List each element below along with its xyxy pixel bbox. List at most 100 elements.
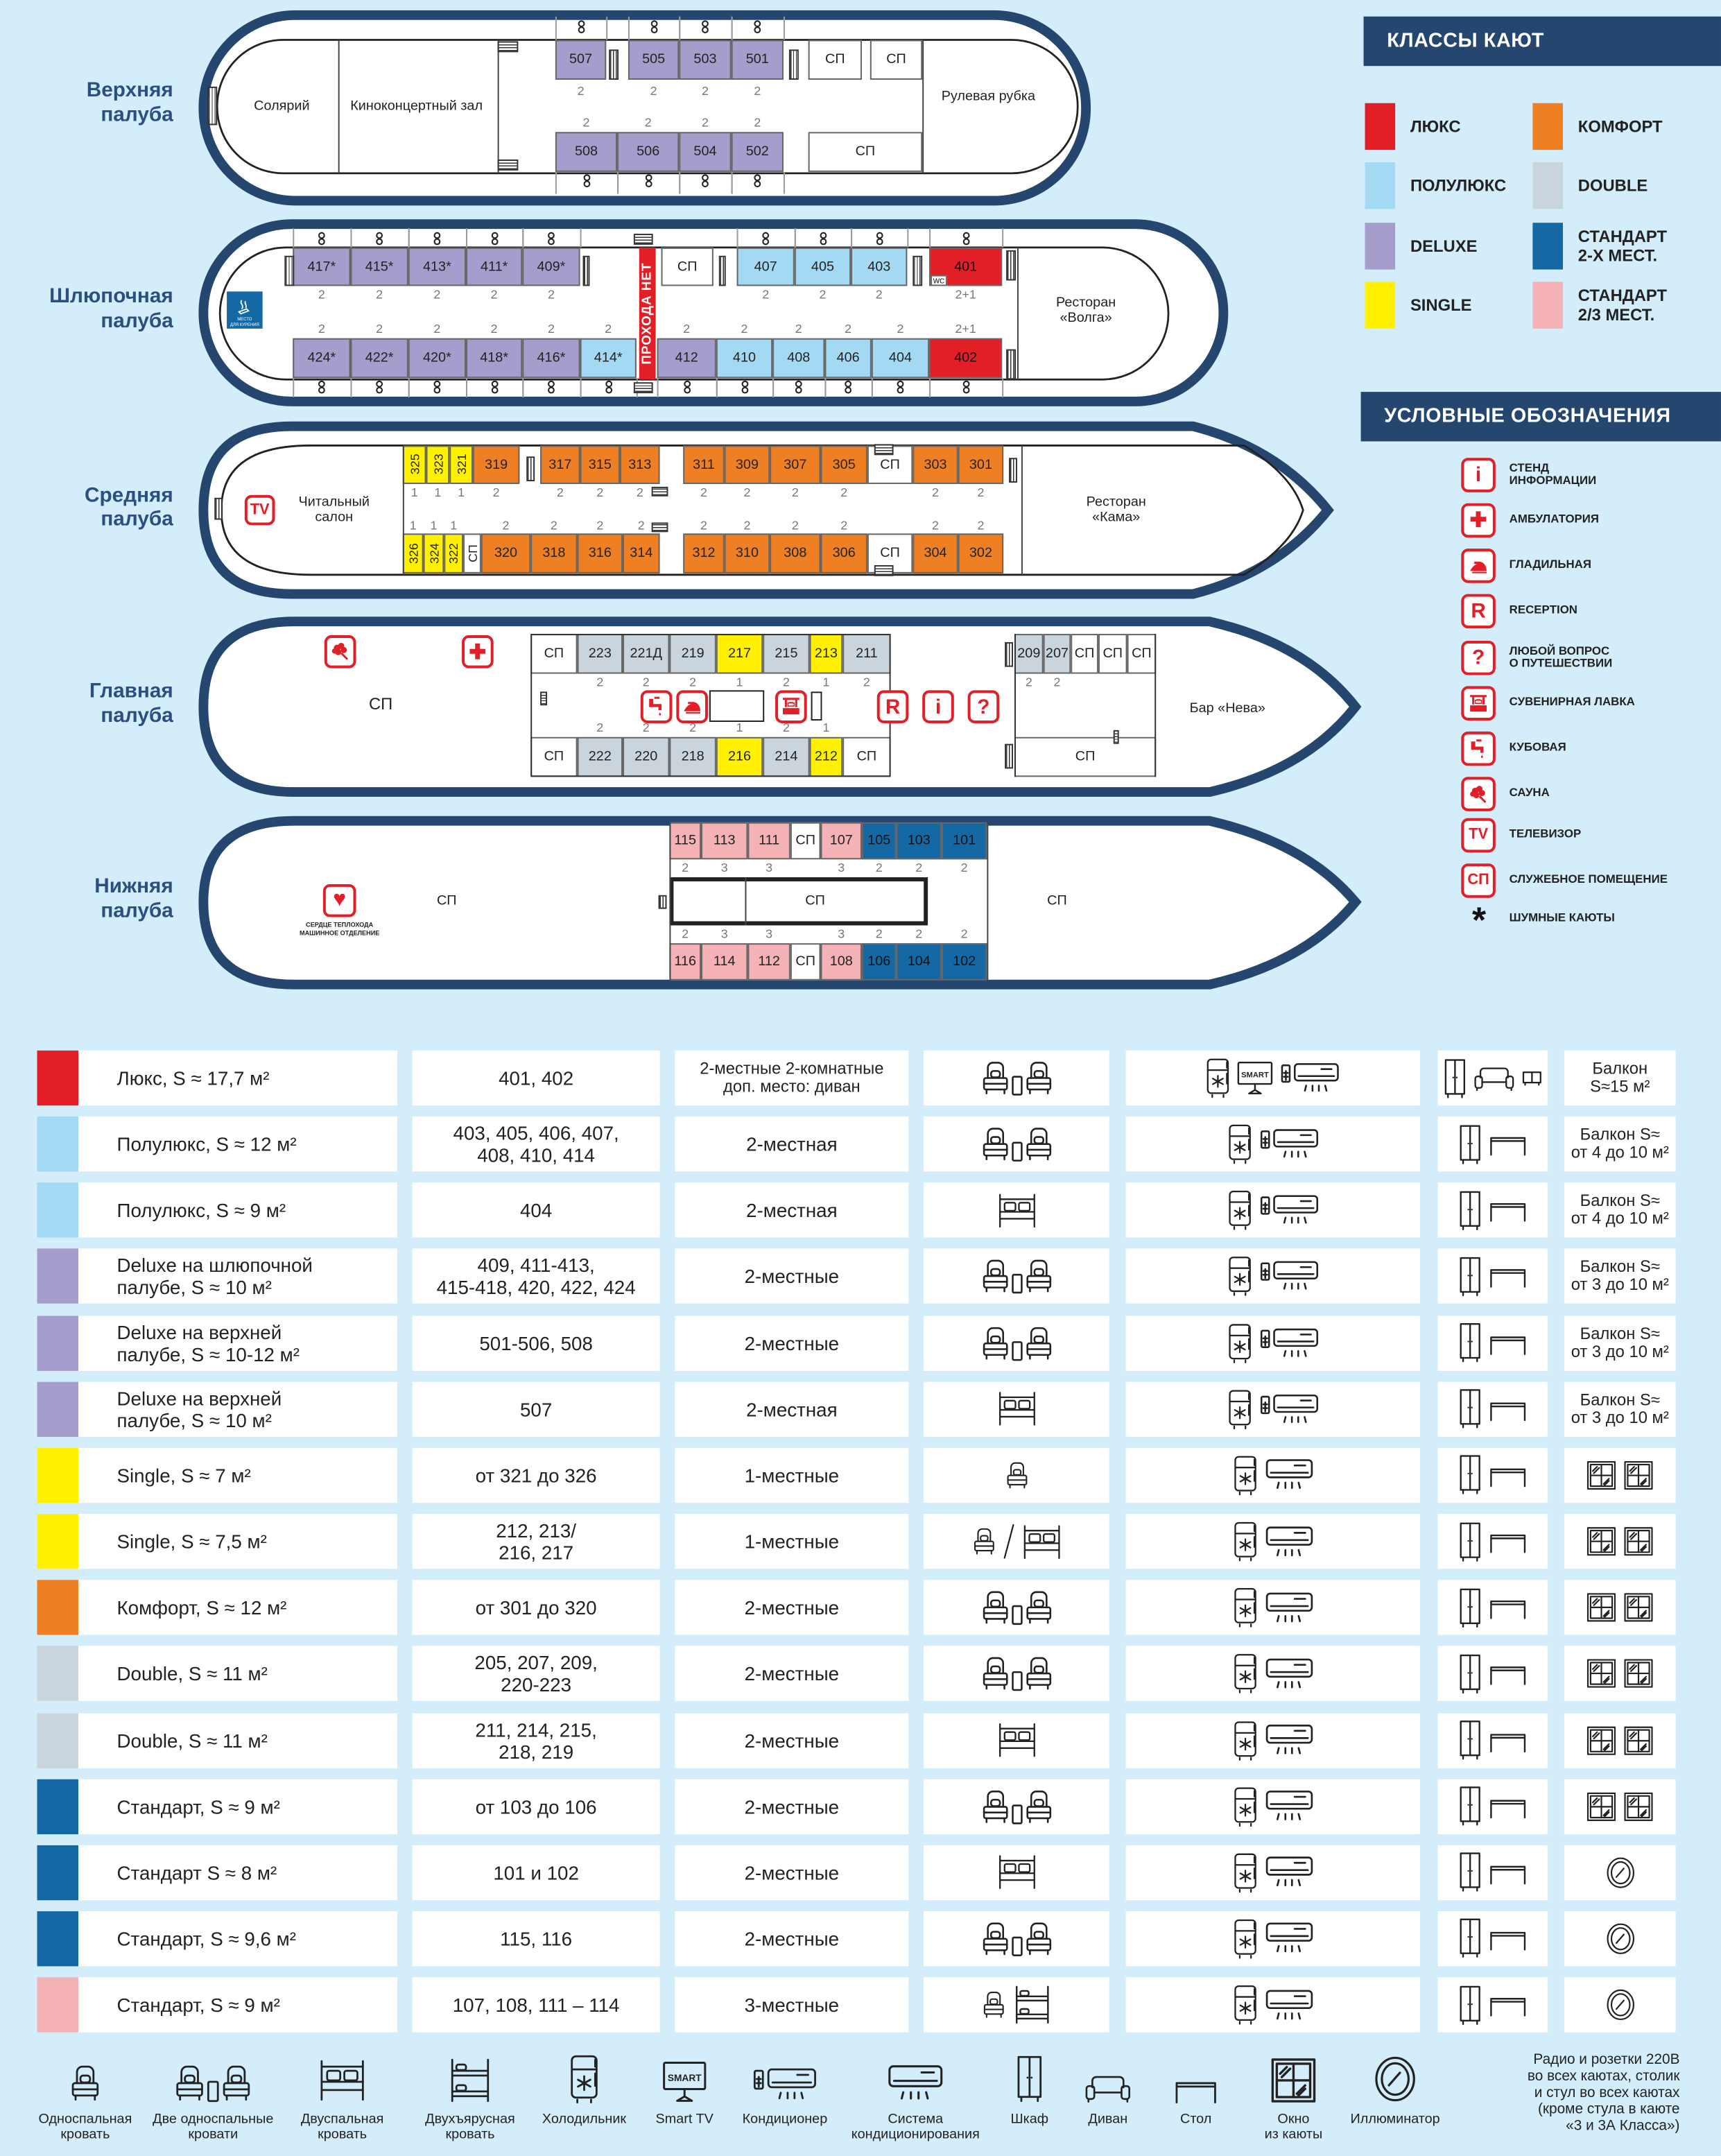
class-label-line: DELUXE — [1410, 236, 1478, 256]
room-solarium: Солярий — [254, 98, 310, 114]
amenity-label-line: кровать — [445, 2127, 495, 2143]
cabin-number: СП — [886, 52, 906, 68]
single-bed-icon — [71, 2065, 99, 2101]
wardrobe-icon — [1460, 1191, 1480, 1230]
cell-balcony-window — [1564, 1911, 1676, 1967]
cell-beds — [924, 1779, 1109, 1834]
stairs-icon — [497, 159, 519, 171]
deck-name-line: палуба — [101, 507, 173, 531]
berth-count: 2 — [915, 861, 923, 875]
numbers-line: 415-418, 420, 422, 424 — [436, 1276, 636, 1299]
cabin-number: 308 — [784, 546, 807, 561]
cabin-315: 315 — [580, 445, 621, 484]
service-room: СП — [808, 132, 923, 172]
cabin-506: 506 — [617, 132, 680, 172]
amenity-label-line: из каюты — [1264, 2127, 1323, 2143]
balcony-line: от 4 до 10 м² — [1571, 1142, 1669, 1162]
row-class-swatch — [37, 1050, 78, 1106]
cabin-capacity: 2-местные — [675, 1712, 909, 1768]
cabin-number: 413* — [422, 259, 451, 275]
name-line: палубе, S ≈ 10 м² — [116, 1408, 272, 1431]
balcony-divider — [657, 378, 659, 398]
class-swatch-std3 — [1532, 282, 1563, 329]
cabin-number: 105 — [867, 833, 891, 849]
fridge-icon — [1228, 1257, 1250, 1297]
sauna-icon — [324, 635, 356, 669]
balcony-chair-icon — [845, 380, 852, 394]
cell-furniture — [1437, 1116, 1548, 1172]
cabin-303: 303 — [913, 445, 958, 484]
cabin-number: 211 — [856, 646, 878, 662]
cabin-numbers: 211, 214, 215,218, 219 — [412, 1712, 660, 1768]
berth-count: 1 — [410, 485, 418, 499]
cabin-number: 418* — [480, 350, 509, 366]
numbers-line: от 321 до 326 — [475, 1464, 597, 1487]
cabin-412: 412 — [657, 338, 716, 379]
berth-count: 2 — [701, 83, 709, 98]
cabin-319: 319 — [472, 445, 520, 484]
stairs-icon — [207, 86, 218, 126]
window-icon — [1624, 1460, 1653, 1490]
cabin-numbers: 115, 116 — [412, 1911, 660, 1967]
cell-furniture — [1437, 1646, 1548, 1702]
twin-beds-icon — [978, 1921, 1055, 1957]
service-room: СП — [790, 822, 821, 860]
berth-count: 2 — [700, 518, 707, 533]
capacity-line: доп. место: диван — [723, 1076, 860, 1096]
cabin-number: 223 — [588, 646, 612, 662]
balcony-chair-icon — [433, 232, 441, 245]
berth-count: 2 — [682, 926, 689, 941]
service-room: СП — [530, 634, 578, 674]
capacity-line: 1-местные — [744, 1464, 840, 1487]
window-icon — [1586, 1659, 1616, 1689]
cabin-number: 311 — [693, 457, 715, 473]
balcony-chair-icon — [605, 380, 612, 394]
cabin-321: 321 — [449, 445, 473, 484]
fridge-icon — [1228, 1191, 1250, 1231]
twin-beds-icon — [978, 1589, 1055, 1625]
amenity-ac-remote: Кондиционер — [723, 2051, 847, 2127]
balcony-divider — [350, 378, 352, 398]
class-label-line: ЛЮКС — [1410, 117, 1461, 137]
balcony-chair-icon — [962, 380, 969, 394]
cell-balcony-window — [1564, 1646, 1676, 1702]
berth-count: 1 — [458, 485, 465, 499]
cabin-number: 213 — [814, 646, 838, 662]
cabin-number: 310 — [735, 546, 759, 561]
cabin-capacity: 2-местные — [675, 1646, 909, 1702]
cabin-type-name: Полулюкс, S ≈ 12 м² — [78, 1116, 397, 1172]
cabin-number: 409* — [537, 259, 566, 275]
balcony-chair-icon — [318, 232, 325, 245]
cell-furniture — [1437, 1580, 1548, 1635]
cabin-323: 323 — [426, 445, 450, 484]
cell-furniture — [1437, 1514, 1548, 1569]
room-restaurant-kama: Ресторан «Кама» — [1086, 494, 1146, 526]
cabin-number: 406 — [836, 350, 860, 366]
cabin-numbers: 101 и 102 — [412, 1845, 660, 1900]
cabin-capacity: 2-местные — [675, 1911, 909, 1967]
berth-count: 2 — [596, 518, 604, 533]
cabin-218: 218 — [669, 736, 716, 777]
table-icon — [1490, 1865, 1526, 1885]
cabin-type-name: Люкс, S ≈ 17,7 м² — [78, 1050, 397, 1106]
berth-count: 2 — [556, 485, 564, 499]
table-icon — [1490, 1601, 1526, 1620]
name-line: Single, S ≈ 7,5 м² — [116, 1530, 267, 1553]
cabin-301: 301 — [958, 445, 1004, 484]
cell-beds — [924, 1514, 1109, 1569]
berth-count: 2 — [1025, 675, 1032, 689]
class-swatch-deluxe — [1365, 223, 1396, 270]
symbol-label-line: ТЕЛЕВИЗОР — [1509, 827, 1582, 840]
iron-icon — [676, 690, 708, 723]
service-room-icon: СП — [1461, 863, 1496, 898]
deck-name-line: палуба — [101, 899, 173, 923]
berth-count: 2 — [741, 321, 748, 336]
ac-icon — [1265, 1989, 1313, 2019]
berth-count: 2 — [977, 485, 985, 499]
stairs-icon — [651, 522, 668, 533]
engine-room-caption: МАШИННОЕ ОТДЕЛЕНИЕ — [299, 929, 380, 937]
class-label-comfort: КОМФОРТ — [1578, 103, 1663, 150]
iron-glyph — [682, 700, 701, 714]
berth-count: 1 — [409, 518, 417, 533]
